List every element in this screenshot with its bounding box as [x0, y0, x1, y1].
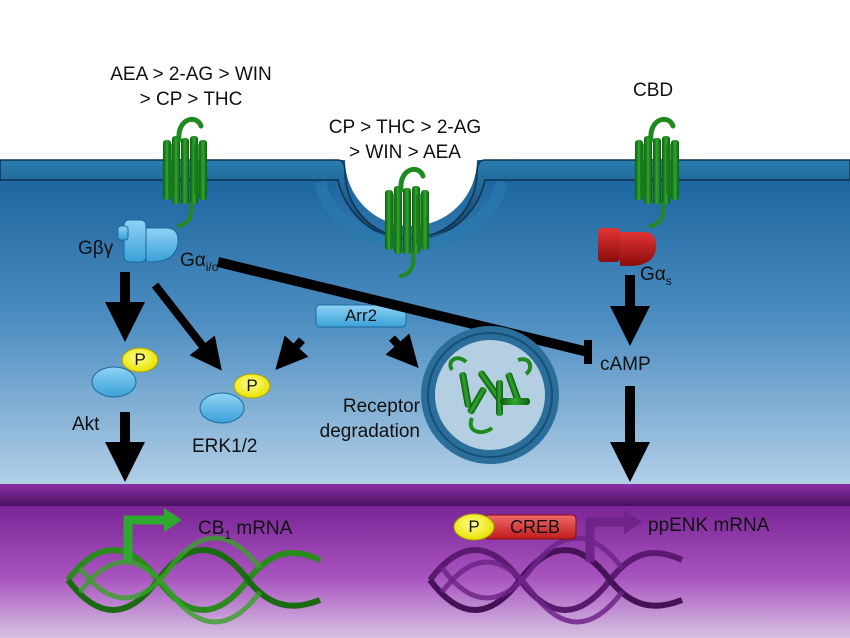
arr2-label: Arr2 [344, 306, 378, 325]
galpha-io-protein [145, 227, 179, 263]
ligand-left-line1: AEA > 2-AG > WIN [110, 64, 272, 85]
arrow-gbg-erk [151, 282, 222, 371]
creb-p-label: P [468, 517, 480, 536]
akt-phospho [121, 347, 159, 373]
erk-phospho [233, 373, 271, 399]
akt-label: Akt [72, 414, 100, 435]
transcription-arrowhead-ppenk [624, 510, 642, 534]
arr2-box [315, 304, 407, 328]
transcription-arrow-cb1 [123, 515, 166, 562]
erk-protein [199, 392, 245, 424]
receptor-deg-line1: Receptor [342, 396, 420, 417]
arrow-arr2-degradation [385, 333, 419, 368]
ligand-left: AEA > 2-AG > WIN > CP > THC [96, 62, 286, 112]
gbg-label: Gβγ [78, 238, 114, 259]
erk-p-label: P [246, 376, 258, 395]
ligand-middle: CP > THC > 2-AG > WIN > AEA [312, 115, 498, 165]
camp-label: cAMP [600, 354, 651, 375]
erk-label: ERK1/2 [192, 436, 258, 457]
receptor-deg-line2: degradation [319, 421, 420, 442]
ligand-left-line2: > CP > THC [139, 89, 243, 110]
nuclear-membrane [0, 484, 850, 506]
gai-label: Gαi/o [180, 250, 219, 274]
ligand-middle-line1: CP > THC > 2-AG [328, 117, 482, 138]
arrow-arr2-erk [275, 335, 309, 370]
galpha-s-protein [598, 228, 656, 266]
ppenk-mrna-label: ppENK mRNA [648, 515, 770, 536]
akt-p-label: P [134, 350, 146, 369]
gbg-protein [117, 219, 147, 263]
creb-label: CREB [509, 516, 560, 537]
dna-right [427, 535, 684, 625]
akt-protein [91, 366, 137, 398]
cb1-mrna-label: CB1 mRNA [198, 518, 293, 542]
receptor-degradation-label: Receptor degradation [308, 394, 420, 444]
dna-left [65, 535, 322, 625]
nucleus [0, 506, 850, 638]
creb-phospho [453, 513, 495, 541]
ligand-right: CBD [633, 80, 674, 101]
gas-label: Gαs [640, 264, 672, 288]
transcription-arrow-ppenk [585, 517, 626, 562]
ligand-middle-line2: > WIN > AEA [349, 142, 461, 163]
transcription-arrowhead-cb1 [164, 508, 182, 532]
lysosome [421, 326, 559, 464]
receptor-fragments [448, 356, 533, 435]
